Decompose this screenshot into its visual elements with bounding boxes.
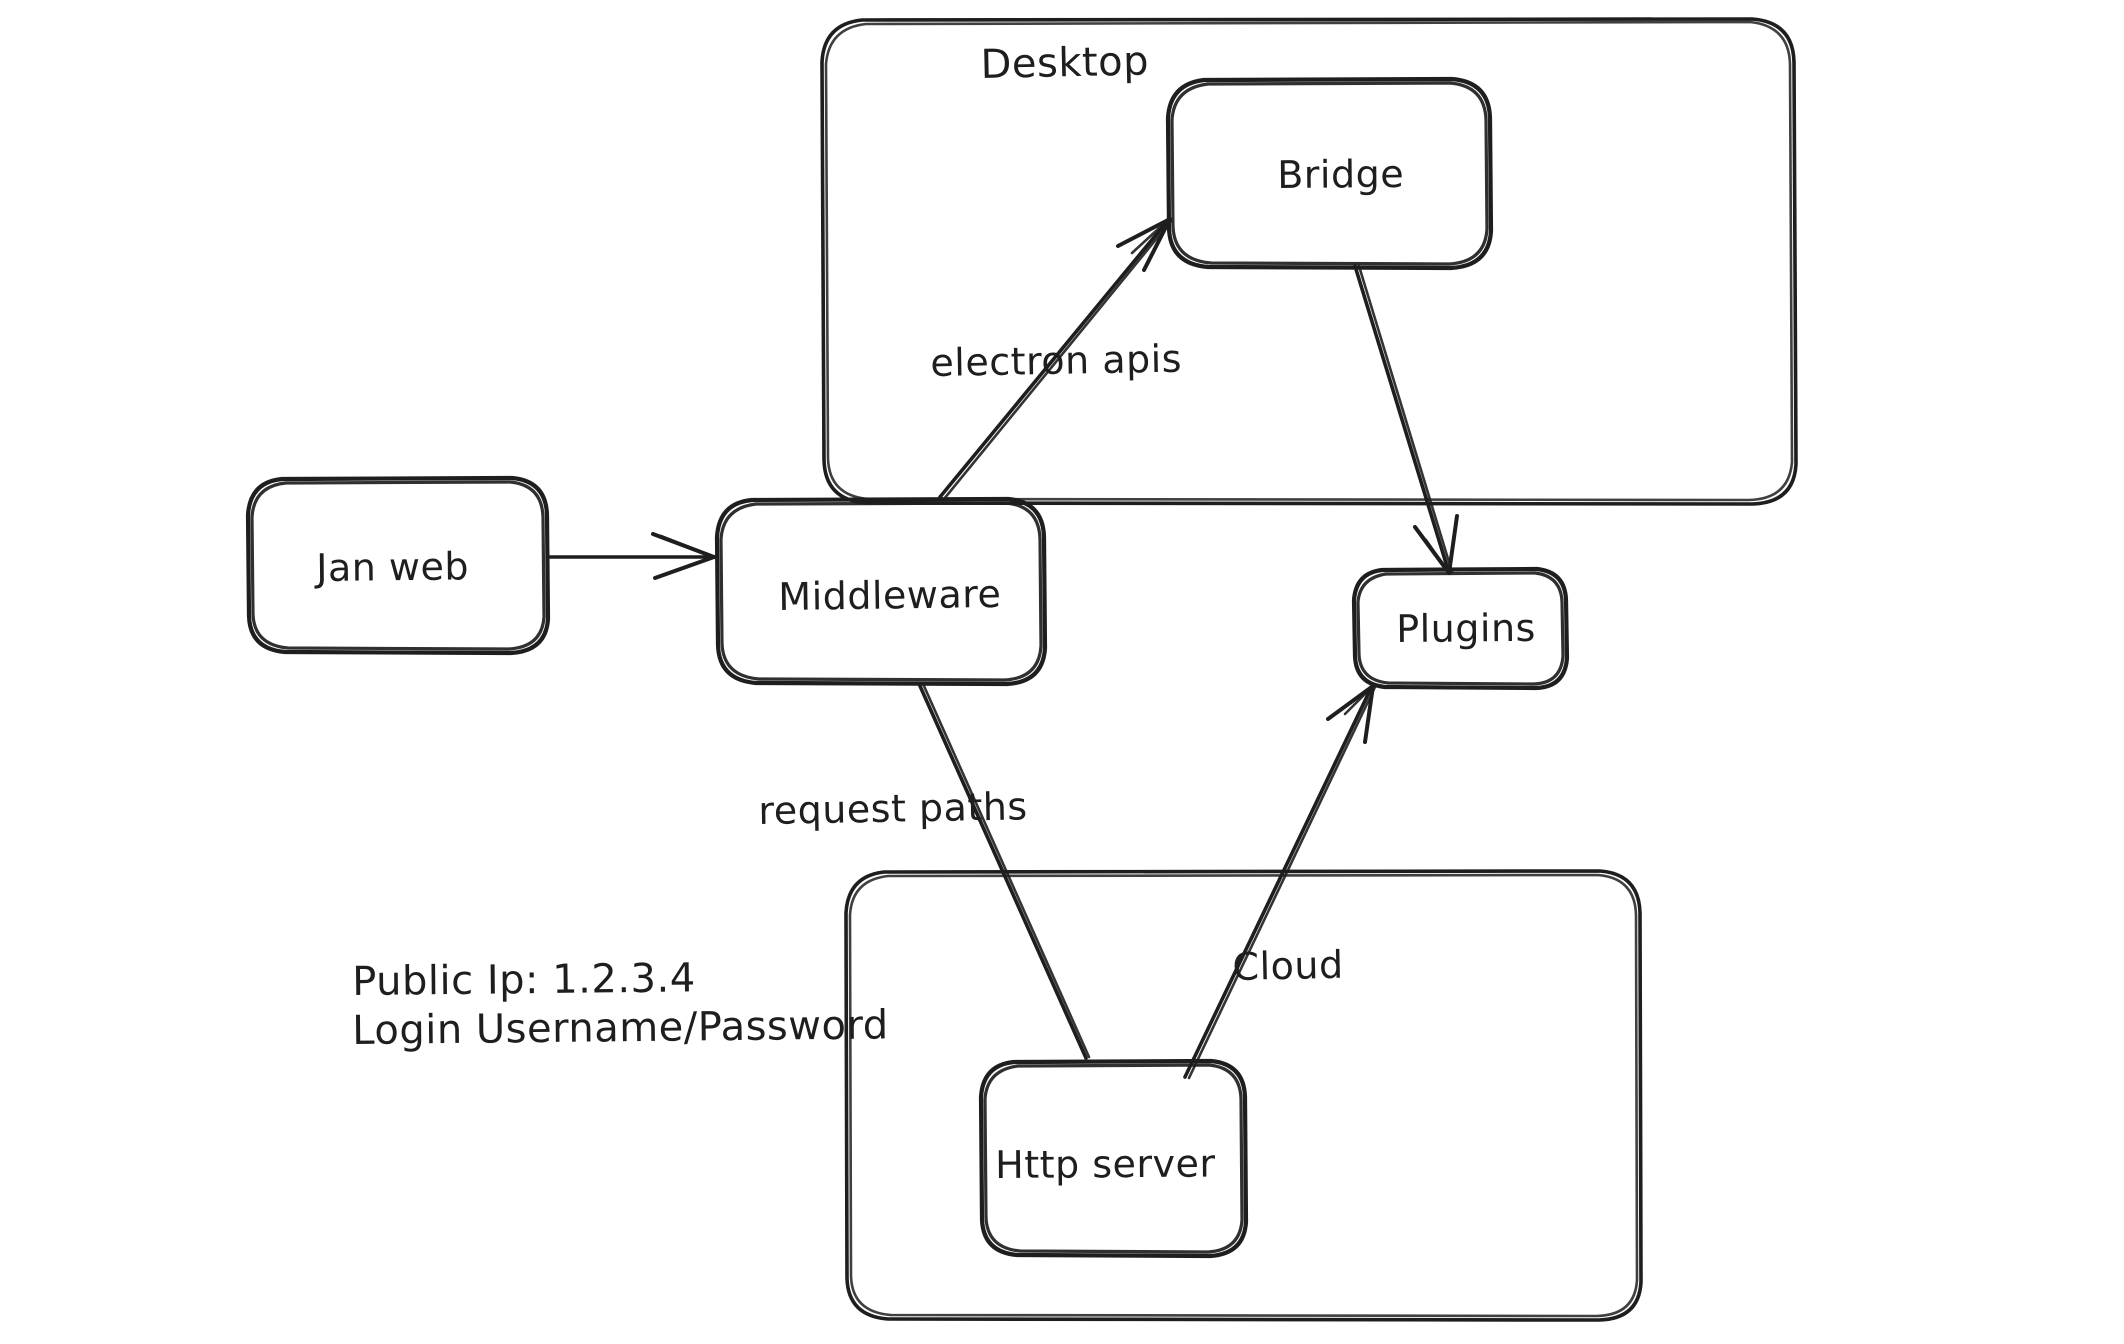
node-http-server-shape xyxy=(978,1058,1249,1259)
annotation-line-login: Login Username/Password xyxy=(352,1002,889,1054)
edge-middleware-to-http-server xyxy=(918,684,1091,1060)
edge-jan-web-to-middleware xyxy=(547,532,716,580)
node-label-middleware[interactable]: Middleware xyxy=(778,571,1002,619)
edge-label-request-paths: request paths xyxy=(758,784,1028,833)
edge-label-electron-apis: electron apis xyxy=(930,336,1183,385)
edge-label-cloud: Cloud xyxy=(1232,942,1345,989)
edge-bridge-to-plugins xyxy=(1353,264,1459,575)
edge-http-server-to-plugins xyxy=(1183,684,1377,1080)
node-plugins-shape xyxy=(1351,566,1570,691)
node-label-bridge[interactable]: Bridge xyxy=(1277,151,1405,197)
container-label-desktop: Desktop xyxy=(980,38,1150,88)
edge-middleware-to-bridge xyxy=(938,217,1173,501)
annotation-public-ip-note: Public Ip: 1.2.3.4 Login Username/Passwo… xyxy=(352,955,889,1056)
node-label-http-server[interactable]: Http server xyxy=(995,1141,1216,1187)
node-jan-web-shape xyxy=(245,475,551,656)
node-bridge-shape xyxy=(1165,76,1494,271)
node-label-jan-web[interactable]: Jan web xyxy=(316,544,470,590)
node-middleware-shape xyxy=(714,496,1048,687)
node-label-plugins[interactable]: Plugins xyxy=(1396,605,1537,651)
container-desktop-shape xyxy=(820,17,1798,506)
container-cloud-shape xyxy=(844,869,1643,1322)
annotation-line-public-ip: Public Ip: 1.2.3.4 xyxy=(352,955,696,1005)
